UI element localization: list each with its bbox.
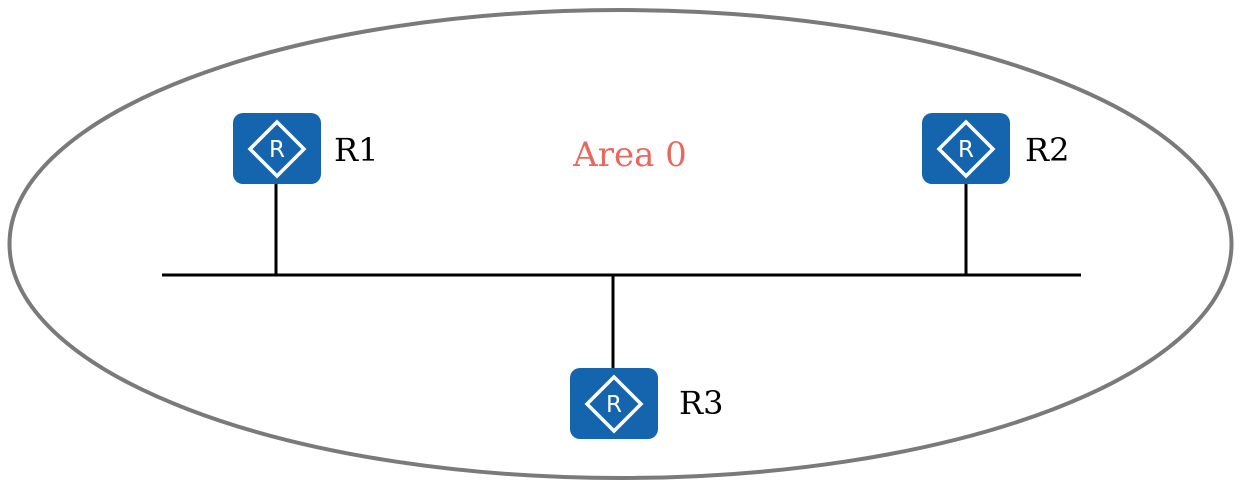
- router-label-r3: R3: [679, 384, 723, 422]
- router-icon: R: [233, 113, 321, 184]
- router-r2[interactable]: R: [922, 113, 1010, 184]
- router-icon: R: [570, 368, 658, 439]
- router-glyph: R: [269, 137, 285, 163]
- router-icon: R: [922, 113, 1010, 184]
- router-glyph: R: [958, 137, 974, 163]
- router-glyph: R: [606, 392, 622, 418]
- router-r1[interactable]: R: [233, 113, 321, 184]
- router-label-r2: R2: [1025, 131, 1069, 169]
- area-boundary: [7, 8, 1234, 480]
- area-label: Area 0: [572, 135, 687, 175]
- router-r3[interactable]: R: [570, 368, 658, 439]
- router-label-r1: R1: [334, 131, 378, 169]
